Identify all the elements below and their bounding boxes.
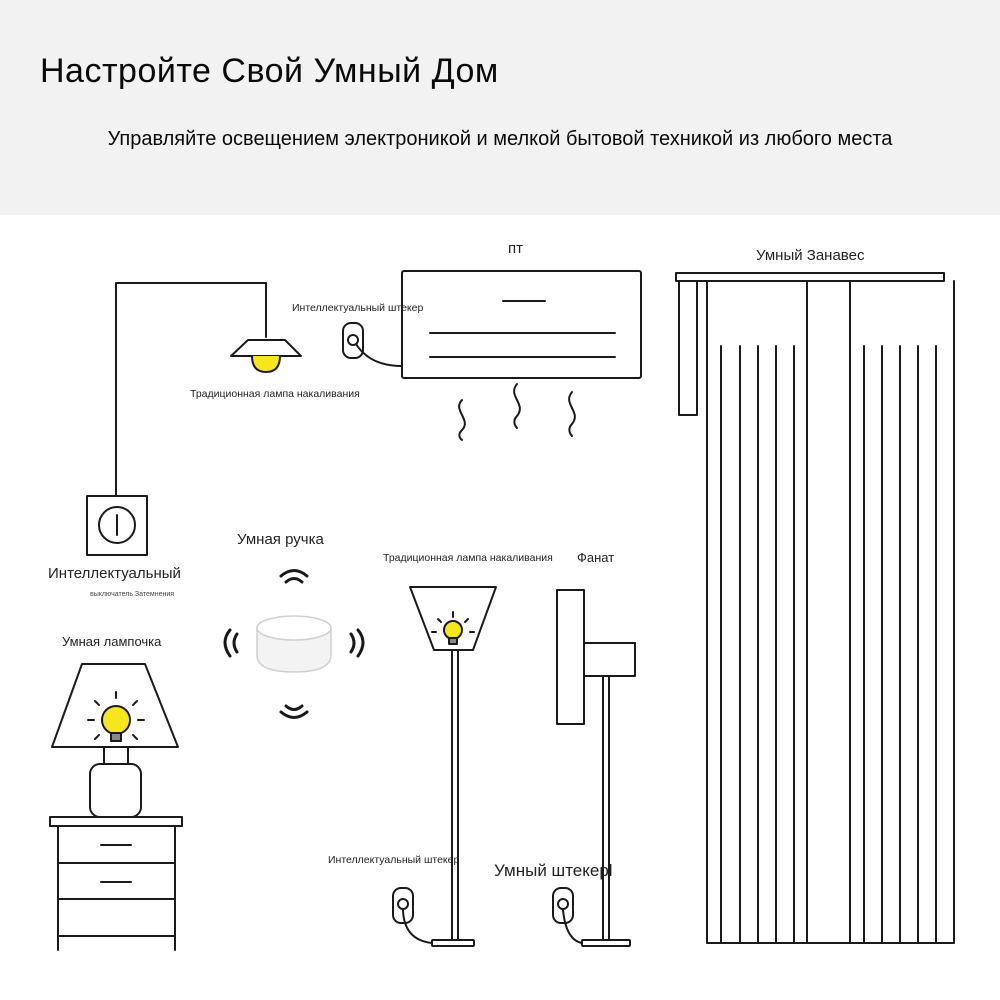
floor-lamp-label: Традиционная лампа накаливания xyxy=(383,552,553,564)
smart-bulb-label: Умная лампочка xyxy=(62,634,162,649)
table-lamp-icon xyxy=(51,663,179,818)
header-banner: Настройте Свой Умный Дом Управляйте осве… xyxy=(0,0,1000,215)
wire-switch-to-ceiling-lamp xyxy=(115,282,267,496)
nightstand-icon xyxy=(49,816,183,951)
wifi-signal-icon xyxy=(223,569,365,719)
plug-fan-label: Умный штекерl xyxy=(494,861,613,880)
smart-plug-icon xyxy=(552,887,583,944)
smart-plug-icon xyxy=(392,887,433,944)
ac-label: пт xyxy=(508,240,523,257)
page-title: Настройте Свой Умный Дом xyxy=(40,52,499,90)
floor-lamp-icon xyxy=(409,586,497,947)
ceiling-lamp-icon xyxy=(230,339,302,373)
ceiling-lamp-label: Традиционная лампа накаливания xyxy=(190,388,360,400)
air-conditioner-icon xyxy=(401,270,642,441)
page-subtitle: Управляйте освещением электроникой и мел… xyxy=(107,128,893,150)
smart-plug-icon xyxy=(342,322,403,367)
plug-floor-label: Интеллектуальный штекер xyxy=(328,854,460,866)
curtain-icon xyxy=(675,272,955,944)
knob-label: Умная ручка xyxy=(237,531,324,548)
plug-ac-label: Интеллектуальный штекер xyxy=(292,302,424,314)
dimmer-switch-icon xyxy=(86,495,148,556)
fan-icon xyxy=(556,589,636,947)
switch-label: Интеллектуальный xyxy=(48,565,181,582)
curtain-label: Умный Занавес xyxy=(756,247,865,264)
smart-knob-icon xyxy=(256,615,332,673)
fan-label: Фанат xyxy=(577,550,615,565)
switch-sub-label: выключатель Затемнения xyxy=(90,591,175,598)
